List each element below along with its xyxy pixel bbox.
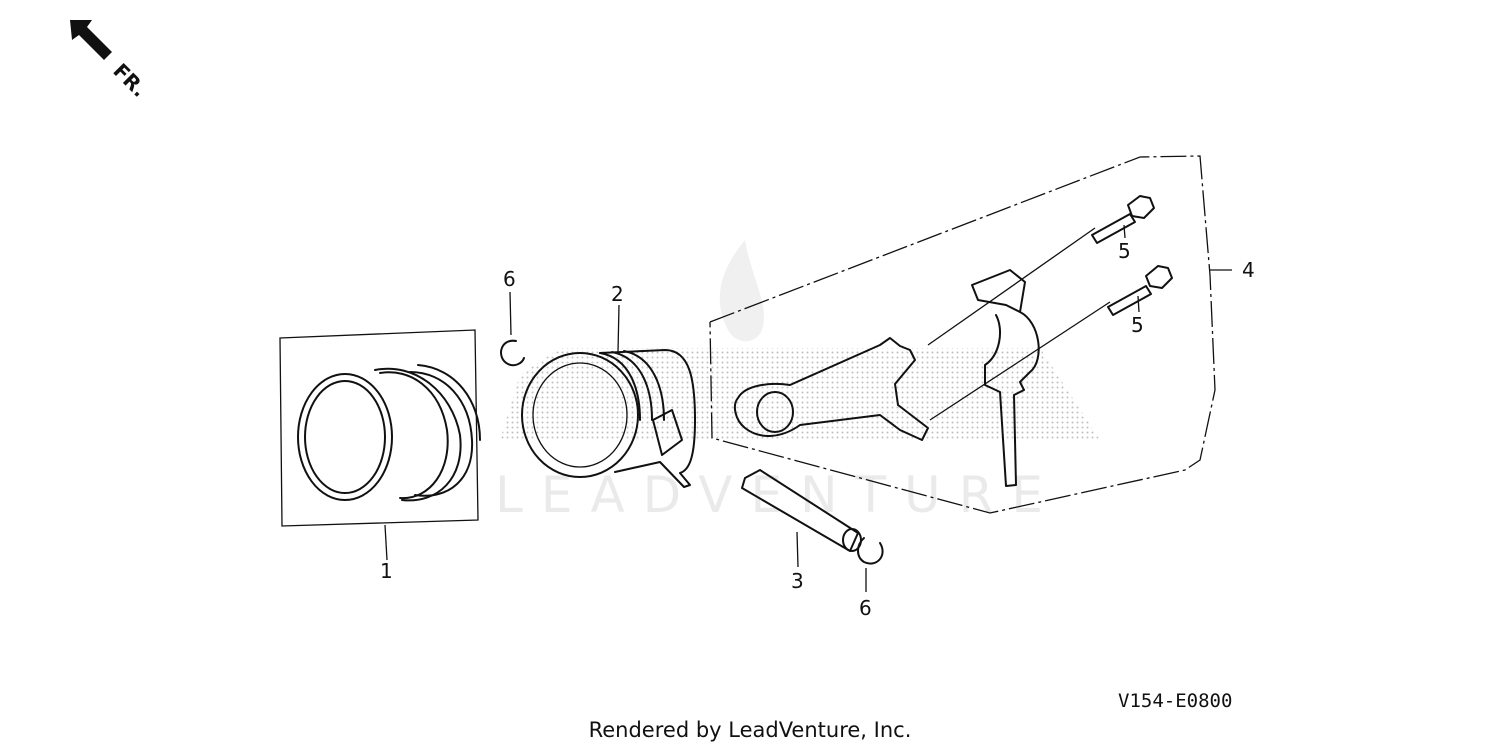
clip-lower[interactable] bbox=[857, 537, 884, 592]
callout-5-lower: 5 bbox=[1131, 313, 1144, 337]
bolt-lower[interactable] bbox=[1107, 265, 1173, 316]
front-direction-indicator: FR. bbox=[70, 20, 152, 102]
watermark-text: LEADVENTURE bbox=[495, 466, 1061, 524]
piston[interactable] bbox=[521, 304, 696, 488]
piston-rings[interactable] bbox=[279, 329, 481, 561]
connecting-rod-set[interactable] bbox=[709, 155, 1232, 514]
callout-2: 2 bbox=[611, 282, 624, 306]
callout-3: 3 bbox=[791, 569, 804, 593]
front-arrow-icon bbox=[70, 20, 112, 60]
callout-6-lower: 6 bbox=[859, 596, 872, 620]
callout-5-upper: 5 bbox=[1118, 239, 1131, 263]
callout-1: 1 bbox=[380, 559, 393, 583]
front-label: FR. bbox=[108, 59, 151, 102]
diagram-code: V154-E0800 bbox=[1118, 690, 1233, 712]
callout-6-upper: 6 bbox=[503, 267, 516, 291]
bolt-upper[interactable] bbox=[1091, 195, 1155, 244]
clip-upper[interactable] bbox=[500, 291, 525, 367]
footer-credit: Rendered by LeadVenture, Inc. bbox=[588, 718, 912, 742]
callout-4: 4 bbox=[1242, 258, 1255, 282]
